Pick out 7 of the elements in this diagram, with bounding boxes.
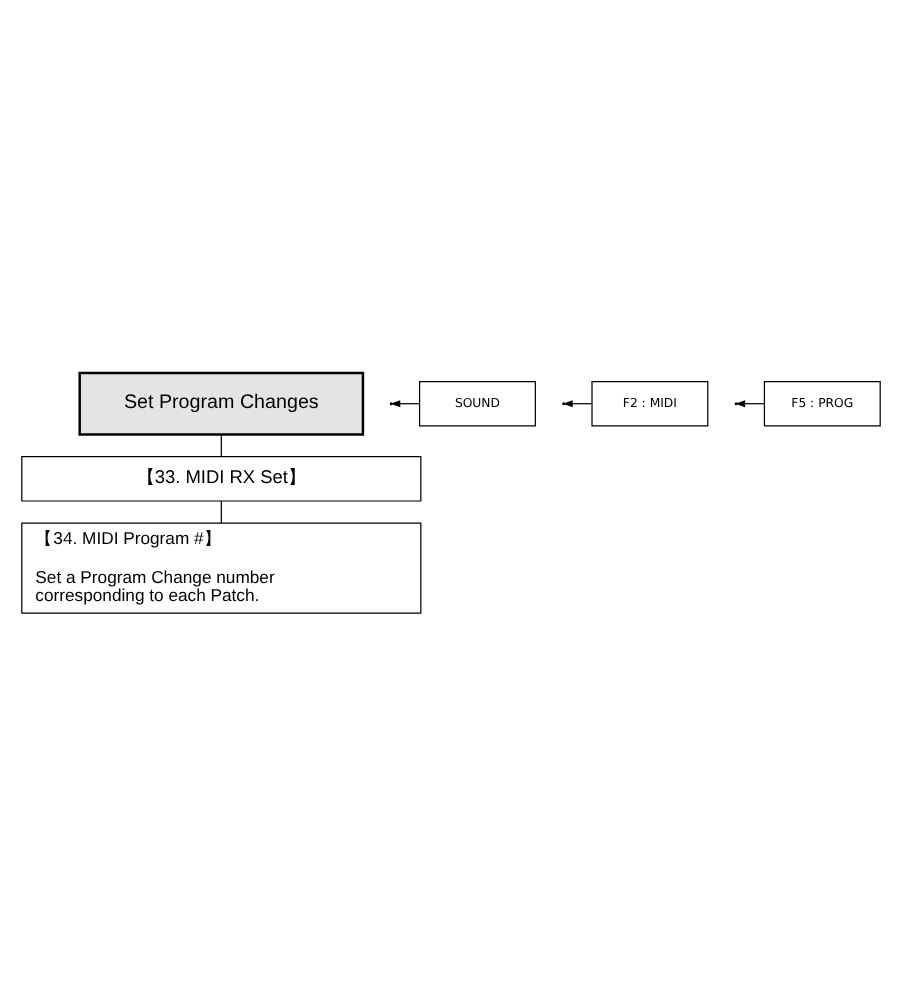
connector <box>220 433 222 456</box>
arrow <box>562 399 593 407</box>
connector <box>220 499 222 523</box>
node-box: 【33. MIDI RX Set】 <box>21 455 422 501</box>
node-box: Set Program Changes <box>78 370 365 435</box>
arrow <box>390 399 421 407</box>
node-box: 【34. MIDI Program #】 Set a Program Change number corresponding to each Patch. <box>21 521 422 613</box>
